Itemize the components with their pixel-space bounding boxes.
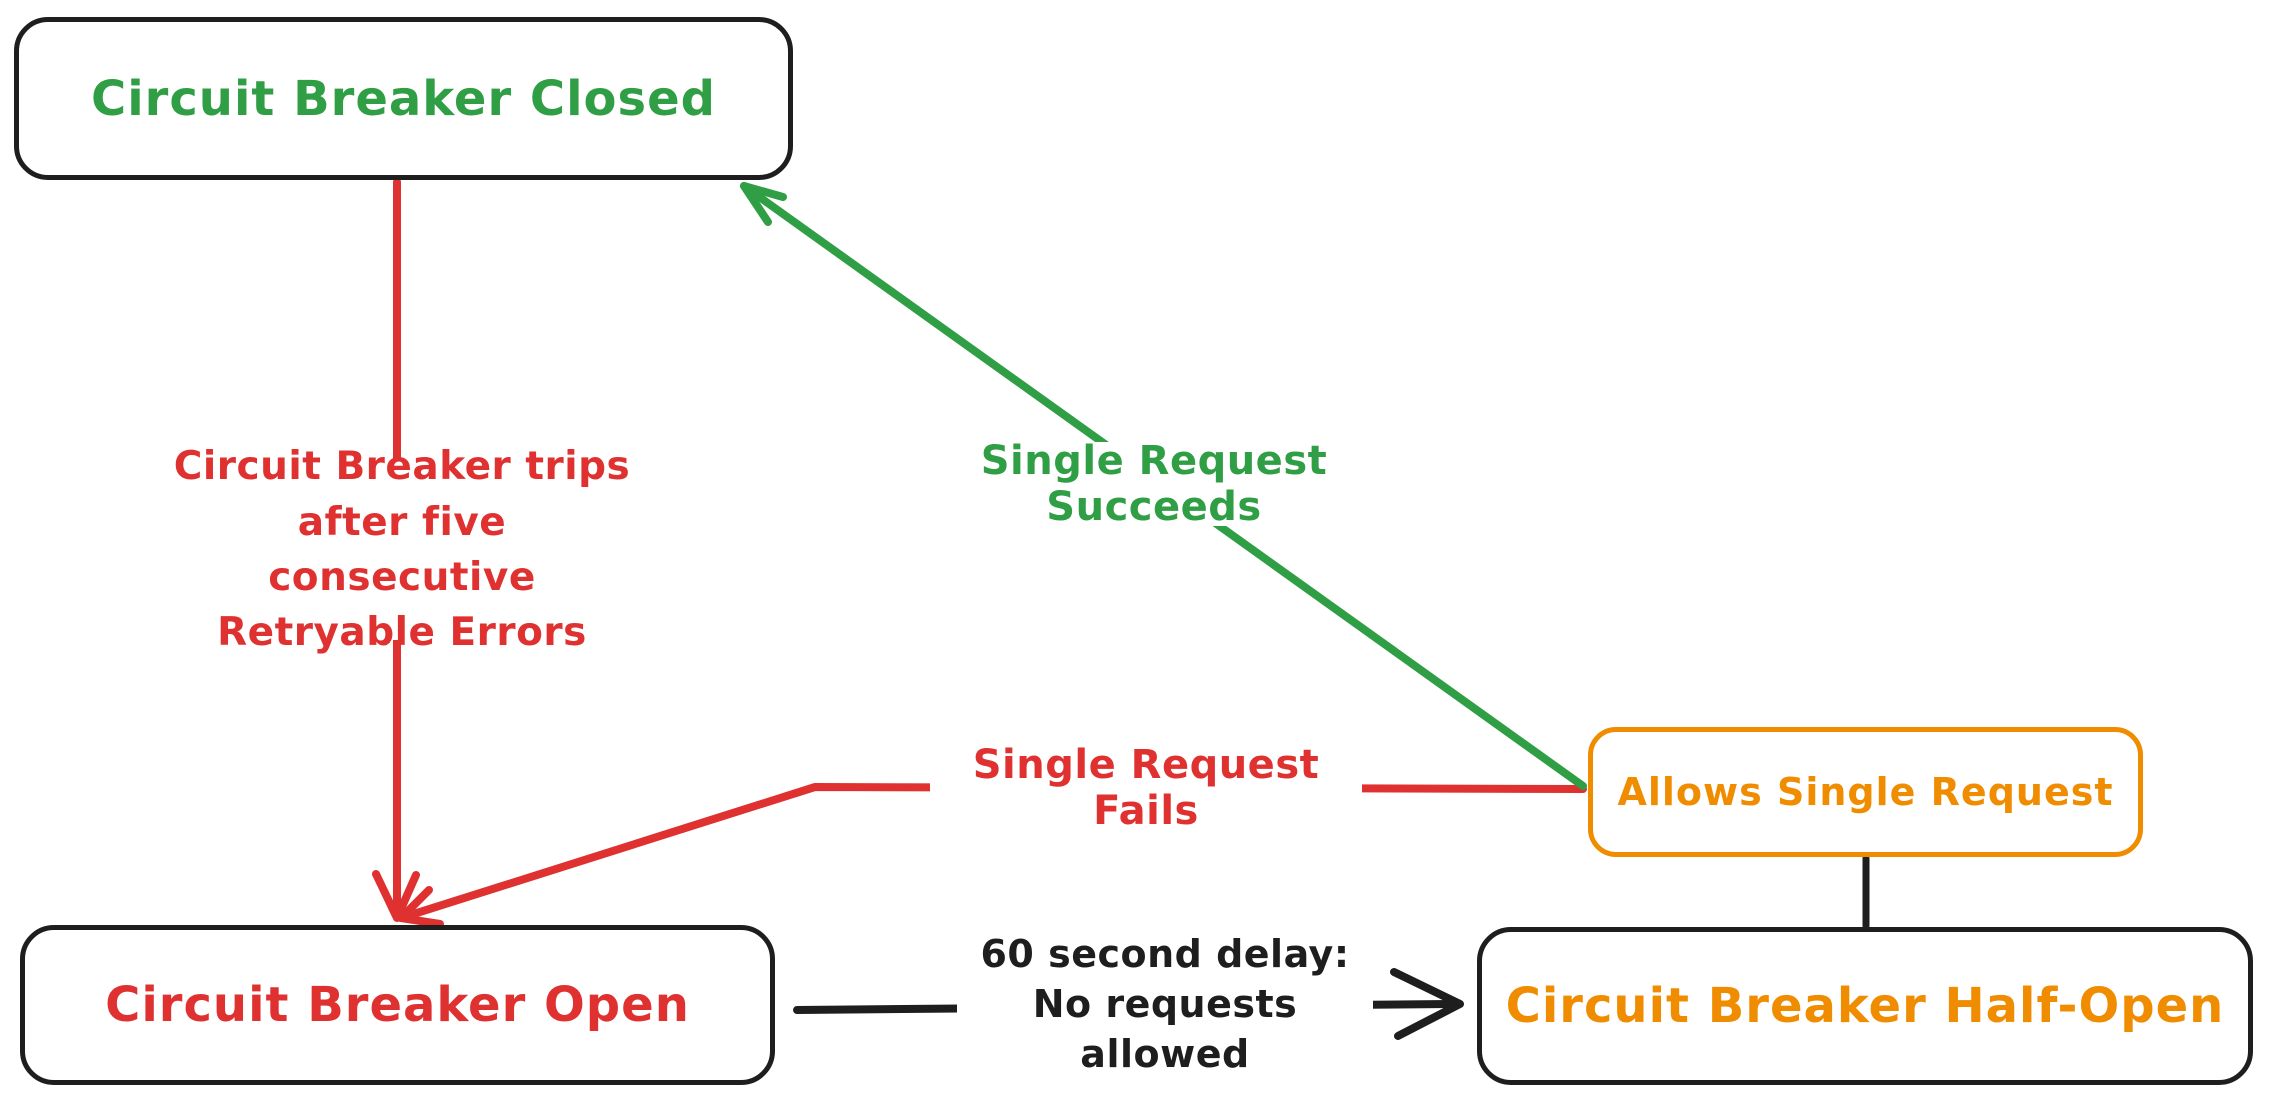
arrow-delay-head xyxy=(1390,968,1464,1040)
arrow-fails-head xyxy=(397,886,444,928)
edge-label-single-request-fails: Single Request Fails xyxy=(930,742,1362,834)
node-circuit-breaker-half-open: Circuit Breaker Half-Open xyxy=(1477,927,2253,1085)
node-allows-single-request: Allows Single Request xyxy=(1588,727,2143,857)
node-circuit-breaker-closed-label: Circuit Breaker Closed xyxy=(91,70,716,127)
arrow-trip-head xyxy=(372,870,420,922)
edge-label-delay: 60 second delay: No requests allowed xyxy=(957,932,1373,1076)
edge-label-trip: Circuit Breaker trips after five consecu… xyxy=(163,444,641,655)
edge-label-single-request-succeeds: Single Request Succeeds xyxy=(898,438,1410,530)
node-circuit-breaker-open: Circuit Breaker Open xyxy=(20,925,775,1085)
node-allows-single-request-label: Allows Single Request xyxy=(1617,770,2114,814)
node-circuit-breaker-closed: Circuit Breaker Closed xyxy=(14,17,793,180)
arrow-succeeds-head xyxy=(740,182,787,226)
node-circuit-breaker-open-label: Circuit Breaker Open xyxy=(105,977,690,1033)
node-circuit-breaker-half-open-label: Circuit Breaker Half-Open xyxy=(1505,978,2225,1034)
